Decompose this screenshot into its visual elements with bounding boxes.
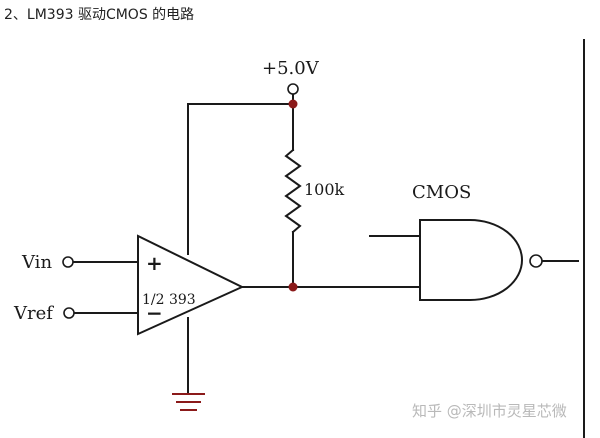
top-junction-dot (288, 99, 298, 109)
cmos-inversion-bubble (529, 254, 543, 268)
resistor-value-label: 100k (304, 180, 345, 199)
supply-terminal (287, 83, 299, 95)
cmos-gate-label: CMOS (412, 182, 471, 203)
vin-label: Vin (21, 252, 52, 273)
opamp-plus-sign: + (146, 251, 163, 275)
vref-label: Vref (13, 303, 54, 324)
output-junction-dot (288, 282, 298, 292)
opamp-minus-sign: − (146, 301, 163, 325)
vref-terminal (63, 307, 75, 319)
watermark: 知乎 @深圳市灵星芯微 (412, 402, 567, 420)
ground-symbol (172, 393, 205, 411)
resistor-zigzag (284, 148, 302, 234)
opamp-triangle (137, 234, 245, 336)
opamp-part-label: 1/2 393 (142, 292, 196, 308)
page-heading: 2、LM393 驱动CMOS 的电路 (4, 7, 195, 23)
supply-voltage-label: +5.0V (262, 58, 320, 79)
vin-terminal (62, 256, 74, 268)
cmos-nand-gate (419, 219, 523, 301)
